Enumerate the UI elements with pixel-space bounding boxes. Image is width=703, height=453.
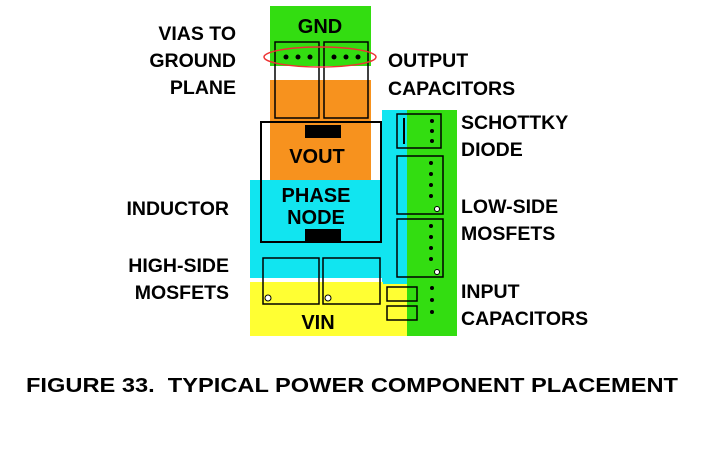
low-side-label-line2: MOSFETS [461,223,555,245]
high-side-label-line1: HIGH-SIDE [128,255,229,277]
input-cap-label-line2: CAPACITORS [461,308,588,330]
ground-vias [283,54,361,60]
input-cap-label-line1: INPUT [461,281,520,303]
figure-caption: FIGURE 33. TYPICAL POWER COMPONENT PLACE… [26,374,679,397]
vin-plane [250,282,383,336]
vias-label-line2: GROUND [149,50,236,72]
high-side-mosfets [262,257,381,305]
vias-label-line1: VIAS TO [158,23,236,45]
low-side-mosfets [396,155,444,278]
gnd-label: GND [298,16,342,38]
output-capacitor [323,41,369,119]
inductor-pad-bottom [305,229,341,242]
low-side-mosfet [396,218,444,278]
low-side-mosfet [396,155,444,215]
right-gnd-strip [407,110,457,336]
input-capacitor [386,305,418,321]
vin-label: VIN [301,312,334,334]
low-side-label-line1: LOW-SIDE [461,196,558,218]
high-side-label-line2: MOSFETS [135,282,229,304]
phase-node-label-line2: NODE [287,207,345,229]
output-capacitors [274,41,369,119]
output-cap-gap [270,66,371,80]
vout-label: VOUT [289,146,345,168]
output-cap-label-line1: OUTPUT [388,50,468,72]
phase-node-label-line1: PHASE [282,185,351,207]
ground-vias-ring [263,46,377,68]
high-side-mosfet [262,257,320,305]
inductor-label: INDUCTOR [126,198,229,220]
schottky-label-line2: DIODE [461,139,523,161]
input-capacitors [386,286,434,321]
input-capacitor [386,286,418,302]
output-capacitor [274,41,320,119]
high-side-mosfet [322,257,381,305]
schottky-label-line1: SCHOTTKY [461,112,568,134]
vias-label-line3: PLANE [170,77,236,99]
output-cap-label-line2: CAPACITORS [388,78,515,100]
schottky-diode [396,113,442,149]
inductor-pad-top [305,125,341,138]
